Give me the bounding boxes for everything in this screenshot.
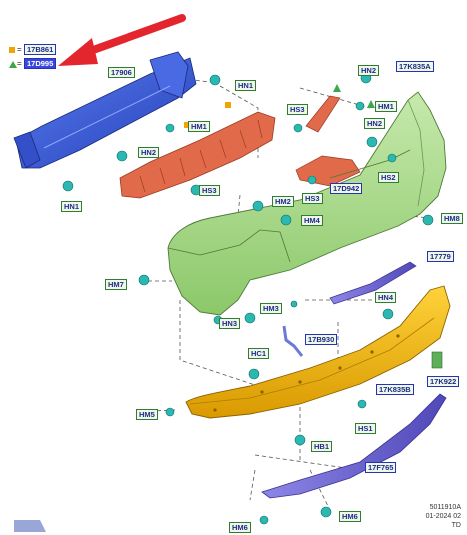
diagram-date: 01-2024 02 bbox=[425, 513, 461, 520]
callout-hs3-top[interactable]: HS3 bbox=[287, 104, 308, 115]
callout-17779[interactable]: 17779 bbox=[427, 251, 454, 262]
legend-eq-1: = bbox=[17, 45, 22, 54]
diagram-code: TD bbox=[451, 522, 461, 529]
callout-17d942[interactable]: 17D942 bbox=[330, 183, 363, 194]
callout-hc1[interactable]: HC1 bbox=[248, 348, 270, 359]
legend-square-icon bbox=[9, 47, 15, 53]
callout-hm2[interactable]: HM2 bbox=[272, 196, 294, 207]
trim-strip bbox=[329, 261, 417, 305]
fasteners bbox=[62, 72, 434, 525]
callout-hm1-left[interactable]: HM1 bbox=[188, 121, 210, 132]
callout-hm6-left[interactable]: HM6 bbox=[229, 522, 251, 533]
callout-17k835b[interactable]: 17K835B bbox=[376, 384, 414, 395]
legend-part-17d995[interactable]: 17D995 bbox=[24, 58, 57, 69]
callout-hm1-right[interactable]: HM1 bbox=[375, 101, 397, 112]
bracket-17k922 bbox=[431, 351, 443, 369]
callout-hs3-left[interactable]: HS3 bbox=[199, 185, 220, 196]
bumper-reinforcement-beam bbox=[13, 51, 197, 169]
callout-hm5[interactable]: HM5 bbox=[136, 409, 158, 420]
legend-eq-2: = bbox=[17, 59, 22, 68]
callout-hn2-mid[interactable]: HN2 bbox=[364, 118, 386, 129]
callout-17906[interactable]: 17906 bbox=[108, 67, 135, 78]
callout-hn1-left[interactable]: HN1 bbox=[61, 201, 83, 212]
callout-hm7[interactable]: HM7 bbox=[105, 279, 127, 290]
callout-17k835a[interactable]: 17K835A bbox=[396, 61, 434, 72]
pointer-arrow bbox=[58, 14, 186, 66]
callout-hs3-mid[interactable]: HS3 bbox=[302, 193, 323, 204]
callout-hm4[interactable]: HM4 bbox=[301, 215, 323, 226]
diagram-id: 5011910A bbox=[429, 504, 461, 511]
part-markers bbox=[184, 84, 375, 128]
energy-absorber bbox=[119, 111, 276, 199]
callout-hm8[interactable]: HM8 bbox=[441, 213, 463, 224]
callout-hn4[interactable]: HN4 bbox=[375, 292, 397, 303]
callout-hn3[interactable]: HN3 bbox=[219, 318, 241, 329]
lower-diffuser bbox=[261, 393, 447, 499]
callout-hn2-top[interactable]: HN2 bbox=[358, 65, 380, 76]
navigation-corner-icon bbox=[14, 520, 46, 532]
callout-hb1[interactable]: HB1 bbox=[311, 441, 333, 452]
bracket-17b930 bbox=[282, 325, 304, 357]
callout-hm6-right[interactable]: HM6 bbox=[339, 511, 361, 522]
lower-valance bbox=[185, 285, 451, 419]
legend-triangle-icon bbox=[9, 61, 17, 68]
callout-hs1[interactable]: HS1 bbox=[355, 423, 376, 434]
legend-part-17b861[interactable]: 17B861 bbox=[24, 44, 57, 55]
callout-17k922[interactable]: 17K922 bbox=[427, 376, 460, 387]
callout-hn2-left[interactable]: HN2 bbox=[138, 147, 160, 158]
diagram-footer: 5011910A 01-2024 02 TD bbox=[426, 503, 461, 530]
callout-17f765[interactable]: 17F765 bbox=[365, 462, 397, 473]
callout-hn1-top[interactable]: HN1 bbox=[235, 80, 257, 91]
callout-hm3[interactable]: HM3 bbox=[260, 303, 282, 314]
callout-17b930[interactable]: 17B930 bbox=[305, 334, 338, 345]
callout-hs2[interactable]: HS2 bbox=[378, 172, 399, 183]
